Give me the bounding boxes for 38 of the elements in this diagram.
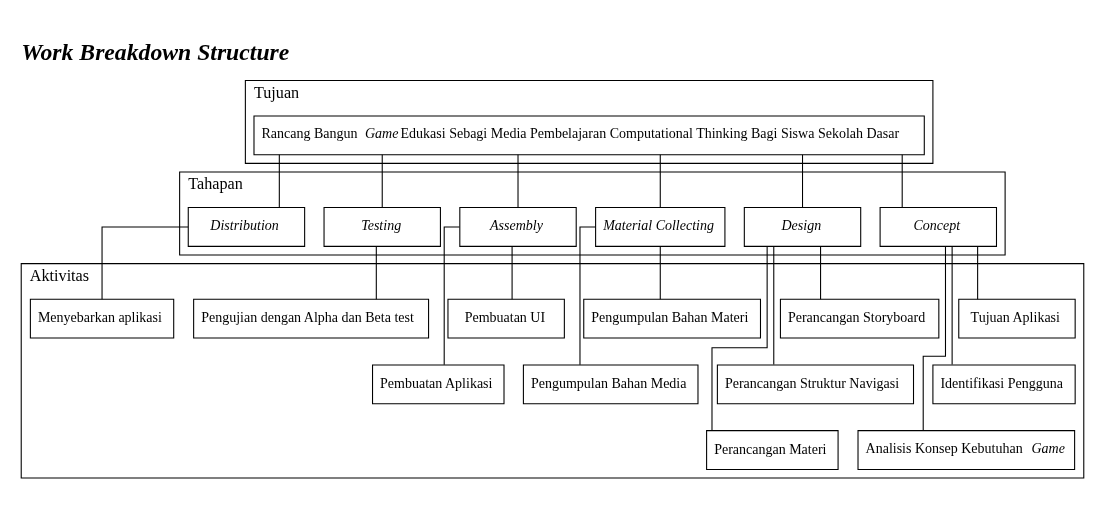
node-box: Perancangan Struktur Navigasi <box>716 364 915 405</box>
node-box: Pengumpulan Bahan Media <box>522 364 699 405</box>
connector <box>579 226 596 366</box>
node-box: Material Collecting <box>595 207 726 247</box>
connector <box>773 246 775 365</box>
node-box: Pengujian dengan Alpha dan Beta test <box>193 298 430 339</box>
connector <box>901 154 903 209</box>
node-box: Tujuan Aplikasi <box>958 298 1076 339</box>
node-box: Menyebarkan aplikasi <box>29 298 175 339</box>
node-box: Analisis Konsep Kebutuhan Game <box>857 430 1076 470</box>
connector <box>517 154 519 209</box>
connector <box>278 154 280 209</box>
connector <box>951 246 953 365</box>
diagram-title: Work Breakdown Structure <box>21 38 290 65</box>
connector <box>511 245 513 300</box>
node-box: Distribution <box>187 207 306 247</box>
node-box: Rancang Bangun Game Edukasi Sebagi Media Pembelajaran Computational Thinking Bagi Siswa Sekolah Dasar <box>253 115 925 156</box>
connector <box>820 245 822 300</box>
node-box: Perancangan Materi <box>706 430 839 470</box>
node-box: Design <box>743 207 862 247</box>
connector <box>659 154 661 209</box>
connector <box>381 154 383 209</box>
node-box: Assembly <box>459 207 577 247</box>
node-box: Concept <box>879 207 998 247</box>
connector <box>375 245 377 300</box>
node-box: Pembuatan Aplikasi <box>372 364 505 405</box>
node-box: Testing <box>323 207 441 247</box>
connector <box>711 246 768 431</box>
node-box: Pengumpulan Bahan Materi <box>583 298 762 339</box>
node-box: Pembuatan UI <box>447 298 565 339</box>
node-box: Perancangan Storyboard <box>779 298 940 339</box>
connector <box>101 226 189 300</box>
connector <box>659 245 661 300</box>
connector <box>922 246 947 432</box>
connector <box>801 154 804 209</box>
connector <box>977 245 979 300</box>
connector <box>443 226 461 366</box>
node-box: Identifikasi Pengguna <box>932 364 1076 405</box>
